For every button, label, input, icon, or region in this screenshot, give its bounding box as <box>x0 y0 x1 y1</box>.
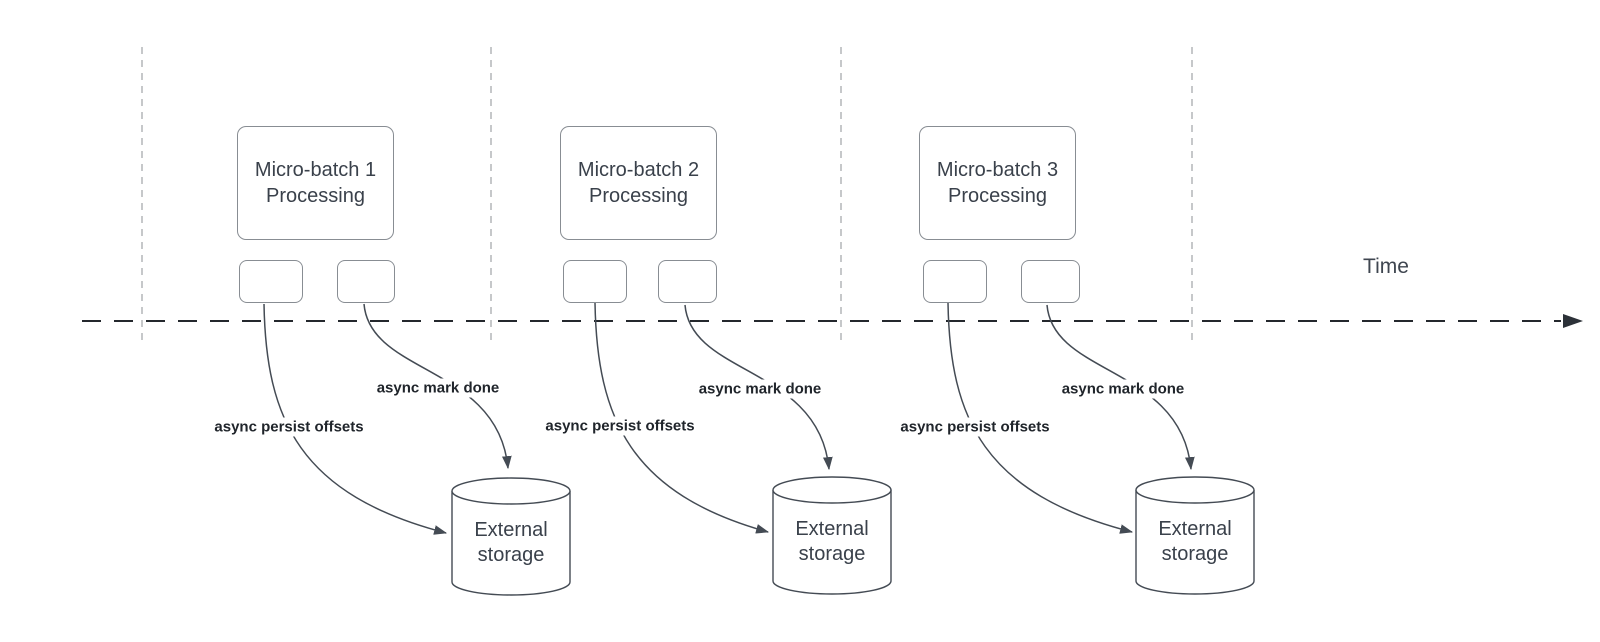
offset-task-box-2 <box>563 260 627 303</box>
cylinder-body <box>451 491 571 596</box>
external-storage-label-3: External storage <box>1158 518 1232 565</box>
cylinder-top <box>1135 476 1255 504</box>
microbatch-1-box-label: Micro-batch 1 Processing <box>254 159 377 207</box>
storage-cylinder-3 <box>1135 476 1255 595</box>
persist-offsets-label-3: async persist offsets <box>897 417 1053 437</box>
done-task-box-3 <box>1021 260 1080 303</box>
microbatch-2-box-label: Micro-batch 2 Processing <box>577 159 700 207</box>
mark-done-curve-1 <box>363 303 512 470</box>
done-task-box-1 <box>337 260 395 303</box>
mark-done-curve-2 <box>684 304 833 471</box>
offset-task-box-1 <box>239 260 303 303</box>
cylinder-top <box>451 477 571 505</box>
cylinder-body <box>772 490 892 595</box>
persist-offsets-label-1: async persist offsets <box>211 417 367 437</box>
external-storage-label-1: External storage <box>474 519 548 566</box>
persist-offsets-curve-3 <box>947 302 1134 534</box>
cylinder-body <box>1135 490 1255 595</box>
mark-done-label-3: async mark done <box>1058 379 1188 399</box>
storage-cylinder-2 <box>772 476 892 595</box>
microbatch-2-box: Micro-batch 2 Processing <box>560 126 717 240</box>
persist-offsets-curve-1 <box>263 303 448 535</box>
cylinder-top <box>772 476 892 504</box>
mark-done-curve-3 <box>1046 304 1195 471</box>
time-axis-arrowhead <box>1563 314 1583 328</box>
persist-offsets-curve-2 <box>594 302 770 534</box>
offset-task-box-3 <box>923 260 987 303</box>
microbatch-3-box: Micro-batch 3 Processing <box>919 126 1076 240</box>
mark-done-label-1: async mark done <box>373 378 503 398</box>
done-task-box-2 <box>658 260 717 303</box>
microbatch-3-box-label: Micro-batch 3 Processing <box>936 159 1059 207</box>
mark-done-label-2: async mark done <box>695 379 825 399</box>
external-storage-label-2: External storage <box>795 518 869 565</box>
time-axis-label: Time <box>1363 255 1409 278</box>
microbatch-1-box: Micro-batch 1 Processing <box>237 126 394 240</box>
storage-cylinder-1 <box>451 477 571 596</box>
persist-offsets-label-2: async persist offsets <box>542 416 698 436</box>
